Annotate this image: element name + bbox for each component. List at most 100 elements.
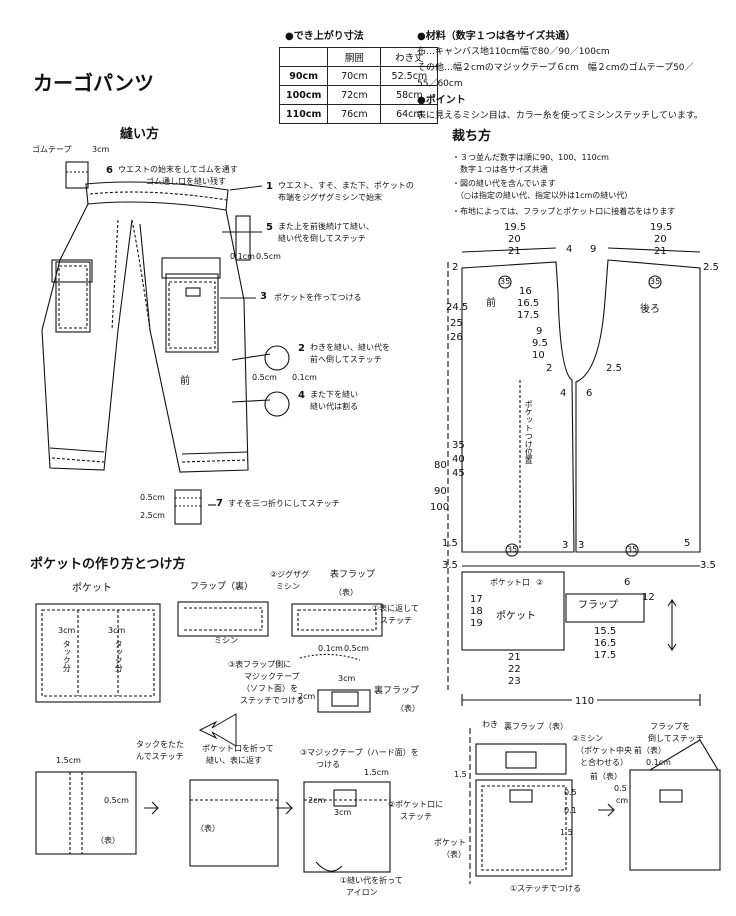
dim-label: 35: [452, 440, 465, 451]
attach-pocket: [475, 779, 573, 877]
dim-label: 1.5: [442, 538, 458, 549]
cargo-flap: [161, 257, 221, 279]
hem-detail: [174, 489, 202, 525]
step-label: ③表フラップ側に: [228, 660, 292, 669]
dim-label: 20: [508, 234, 521, 245]
dim-label: 12: [642, 592, 655, 603]
step-text: ゴム通し口を縫い残す: [146, 177, 226, 186]
cutting-heading: 裁ち方: [452, 129, 492, 144]
step-label: 倒してステッチ: [648, 734, 704, 743]
step-label: ③マジックテープ（ハード面）を: [300, 748, 419, 757]
step-label: マジックテープ: [244, 672, 300, 681]
step-num: 5: [266, 222, 273, 233]
dim-label: 3.5: [700, 560, 716, 571]
step-label: ミシン: [276, 582, 300, 591]
point-heading: ●ポイント: [417, 95, 466, 106]
step-label: つける: [316, 760, 340, 769]
step-text: 前へ倒してステッチ: [310, 355, 382, 364]
pants-waistband: [85, 181, 229, 211]
dim-label: 0.1cm: [646, 758, 671, 767]
step-arrow: [198, 713, 237, 747]
dim-label: 15.5: [594, 626, 617, 637]
cutting-note: ・布地によっては、フラップとポケット口に接着芯をはります: [452, 207, 676, 216]
step-text: すそを三つ折りにしてステッチ: [228, 499, 340, 508]
pocket-step-front-flap: [291, 603, 383, 637]
dim-label: 16: [519, 286, 532, 297]
step-arrow: [598, 803, 615, 817]
cut-pocket-piece: [461, 571, 565, 651]
step-label: ステッチ: [400, 812, 432, 821]
front-piece-label: 前: [486, 298, 496, 309]
dim-label: 2: [546, 363, 553, 374]
dim-label: 23: [508, 676, 521, 687]
step-label: ②ジグザグ: [270, 570, 310, 579]
side-label: わき: [482, 720, 498, 729]
step-label: ①ステッチでつける: [510, 884, 582, 893]
dim-label: 22: [508, 664, 521, 675]
dim-label: 0.5cm: [252, 373, 277, 382]
seam-allowance-mark: 35: [507, 545, 518, 554]
dim-label: 9: [590, 244, 597, 255]
dim-label: 0.5: [564, 788, 577, 797]
seam-allowance-mark: 35: [627, 545, 638, 554]
cut-back-piece: [575, 259, 701, 553]
dim-label: 21: [508, 652, 521, 663]
cutting-note: ・図の縫い代を含んでいます: [452, 179, 556, 188]
dim-label: 3cm: [338, 674, 356, 683]
step-arrow: [276, 801, 293, 815]
dim-label: 3.5: [442, 560, 458, 571]
step-text: 縫い代を倒してステッチ: [278, 234, 366, 243]
step-label: フラップを: [650, 722, 690, 731]
pocket-step-turn: [189, 779, 279, 867]
flap-back-label: フラップ（裏）: [190, 582, 254, 592]
step-label: ②ポケット口に: [388, 800, 444, 809]
pants-right-leg: [139, 209, 249, 473]
dim-label: 0.1cm: [318, 644, 343, 653]
size-cell: 58cm: [380, 85, 439, 105]
gom-tape-detail: [65, 161, 89, 189]
step-num: 6: [106, 165, 113, 176]
dim-label: 16.5: [594, 638, 617, 649]
dim-label: 2: [452, 262, 459, 273]
inseam-detail: [264, 391, 290, 417]
cutting-note: （○は指定の縫い代、指定以外は1cmの縫い代）: [452, 191, 633, 200]
dim-label: 2cm: [308, 796, 326, 805]
step-label: アイロン: [346, 888, 378, 897]
dim-label: 1.5: [454, 770, 467, 779]
step-text: 縫い代は割る: [310, 402, 358, 411]
dim-label: 21: [508, 246, 521, 257]
cut-front-piece: [461, 261, 575, 553]
pocket-step-flap: [177, 601, 269, 637]
dim-label: 26: [450, 332, 463, 343]
tuck-label: タック分: [114, 640, 124, 672]
pocket-label: ポケット: [72, 583, 112, 594]
materials-line: その他…幅２cmのマジックテープ６cm 幅２cmのゴムテープ50／: [417, 63, 694, 73]
dim-label: 0.5cm: [104, 796, 129, 805]
step-label: タックをたた: [136, 740, 184, 749]
cutting-note: 数字１つは各サイズ共通: [452, 165, 548, 174]
crotch-detail: [235, 215, 251, 261]
step-num: 1: [266, 181, 273, 192]
pocket-mouth-label: ポケット口: [490, 578, 530, 587]
dim-label: 2.5cm: [140, 511, 165, 520]
gom-tape-dim: 3cm: [92, 145, 110, 154]
step-label: （ポケット中央: [576, 746, 632, 755]
pocket-position-label: ポケットつけ位置: [524, 400, 534, 464]
pocket-step-pocket: [35, 603, 161, 703]
dim-label: 1.5cm: [364, 768, 389, 777]
dim-label: 0.1: [564, 806, 577, 815]
stitch-label: ミシン: [214, 636, 238, 645]
dim-label: 2cm: [298, 692, 316, 701]
step-label: 縫い、表に返す: [206, 756, 262, 765]
size-row-label: 110cm: [278, 104, 329, 124]
gom-tape-label: ゴムテープ: [32, 145, 72, 154]
size-cell: 64cm: [380, 104, 439, 124]
dim-label: 4: [560, 388, 567, 399]
dim-label: 18: [470, 606, 483, 617]
dim-label: 0.5cm: [256, 252, 281, 261]
pocket-label: ポケット: [434, 838, 466, 847]
dim-label: 9: [536, 326, 543, 337]
step-arrow: [144, 801, 159, 815]
materials-line: 55／60cm: [417, 79, 463, 89]
